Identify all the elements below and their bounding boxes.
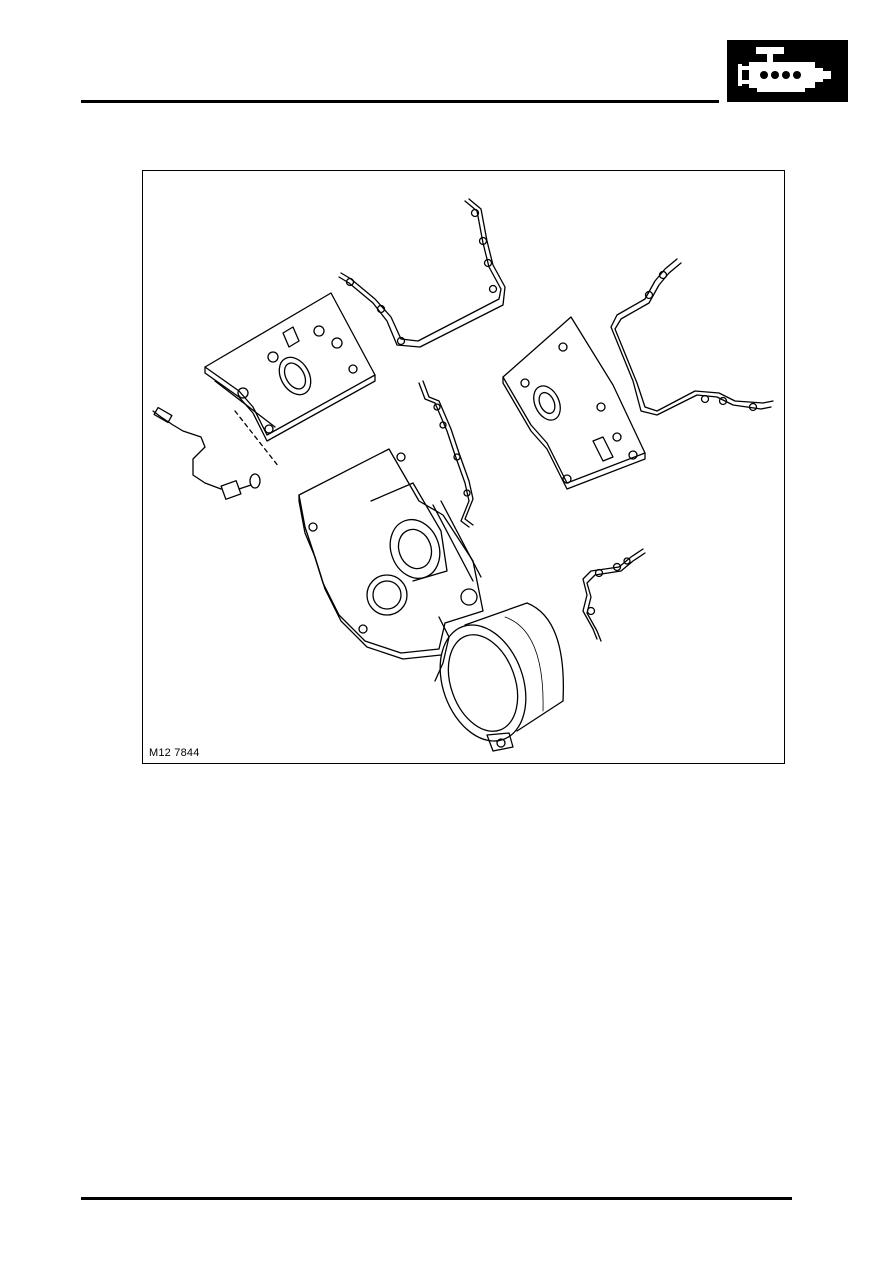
figure-frame: M12 7844 bbox=[142, 170, 785, 764]
oil-pump-cover-icon bbox=[204, 292, 376, 468]
figure-reference: M12 7844 bbox=[149, 747, 200, 759]
timing-gasket-upper-icon bbox=[338, 198, 506, 348]
timing-gasket-right-icon bbox=[610, 258, 774, 416]
water-pump-housing-icon bbox=[434, 588, 565, 752]
timing-cover-right-icon bbox=[502, 316, 646, 490]
timing-gasket-small-icon bbox=[418, 380, 474, 528]
engine-icon bbox=[738, 47, 831, 92]
water-pump-gasket-icon bbox=[582, 548, 646, 642]
header-rule bbox=[81, 100, 719, 103]
footer-rule bbox=[81, 1197, 792, 1200]
section-badge bbox=[727, 40, 848, 102]
crankshaft-sensor-icon bbox=[152, 406, 261, 500]
timing-cover-front-icon bbox=[298, 448, 484, 660]
exploded-view-illustration bbox=[152, 198, 774, 752]
